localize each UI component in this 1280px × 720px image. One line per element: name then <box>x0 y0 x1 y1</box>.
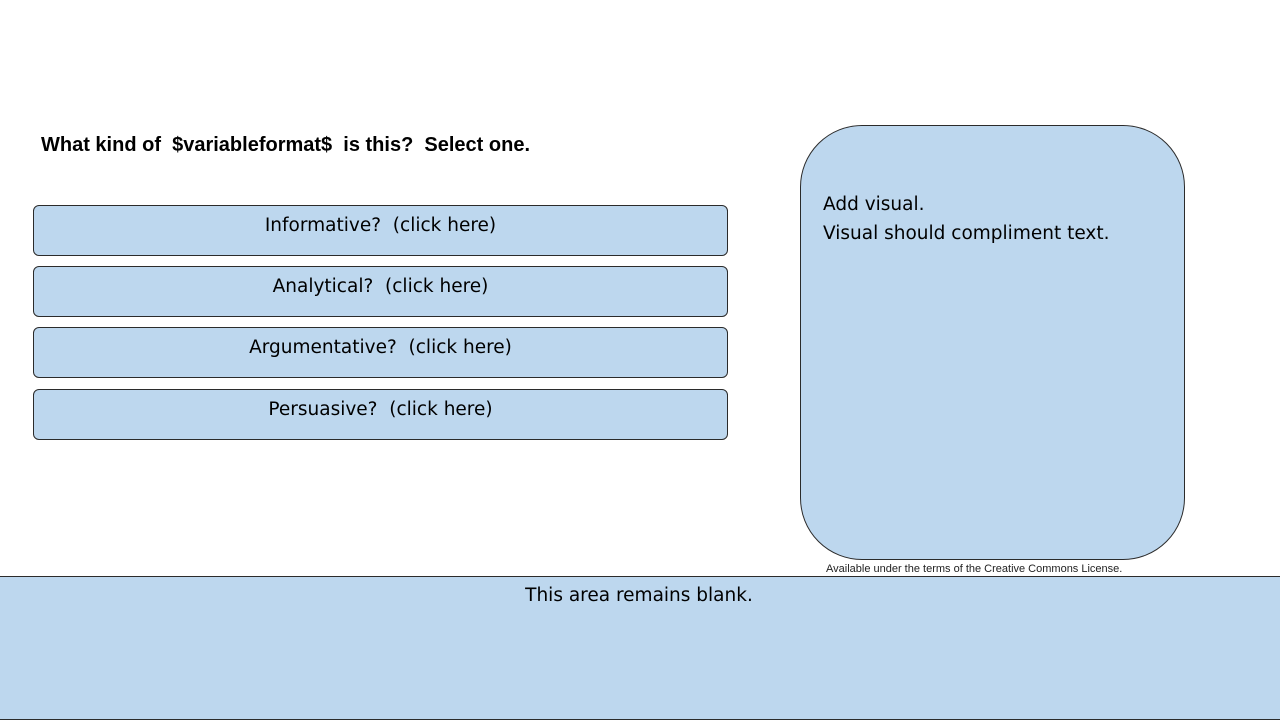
visual-instruction-line-2: Visual should compliment text. <box>823 223 1110 244</box>
visual-instruction-line-1: Add visual. <box>823 194 925 215</box>
option-argumentative-button[interactable]: Argumentative? (click here) <box>33 327 728 378</box>
option-analytical-button[interactable]: Analytical? (click here) <box>33 266 728 317</box>
visual-placeholder: Add visual. Visual should compliment tex… <box>800 125 1185 560</box>
license-note: Available under the terms of the Creativ… <box>826 563 1123 575</box>
question-heading: What kind of $variableformat$ is this? S… <box>41 134 531 156</box>
blank-area-panel: This area remains blank. <box>0 576 1280 720</box>
answer-options: Informative? (click here) Analytical? (c… <box>33 205 728 440</box>
option-persuasive-button[interactable]: Persuasive? (click here) <box>33 389 728 440</box>
blank-area-label: This area remains blank. <box>525 585 753 606</box>
option-informative-button[interactable]: Informative? (click here) <box>33 205 728 256</box>
